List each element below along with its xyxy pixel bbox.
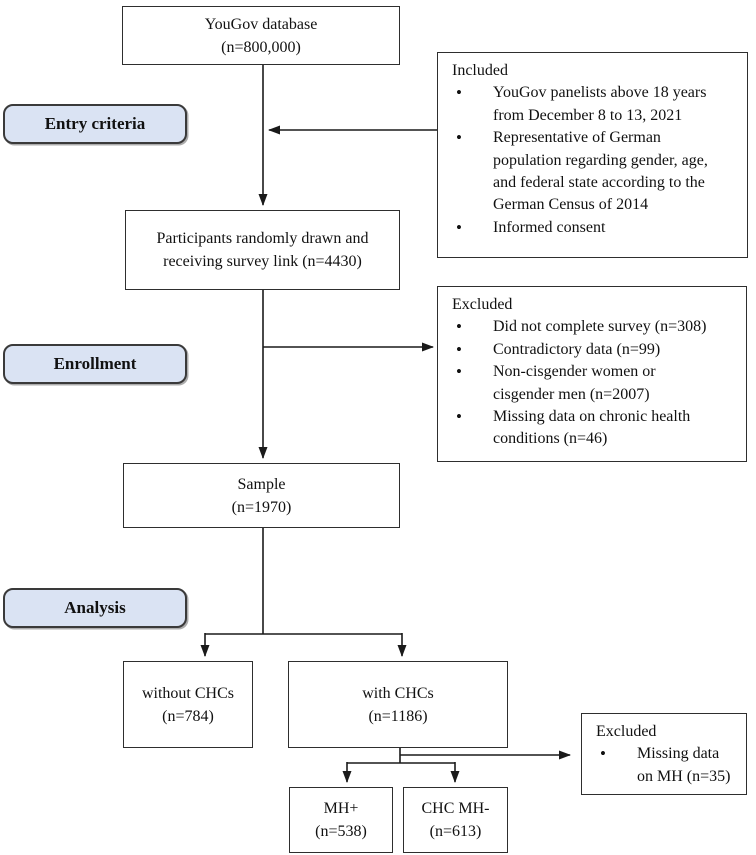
enrollment-stage-label: Enrollment xyxy=(3,344,187,384)
excluded-mh-bullet-list: Missing data on MH (n=35) xyxy=(596,743,736,788)
sample-line2: (n=1970) xyxy=(231,498,292,516)
chc-mh-negative-line1: CHC MH- xyxy=(421,800,490,817)
bullet-item: Did not complete survey (n=308) xyxy=(452,316,736,339)
without-chcs-box: without CHCs (n=784) xyxy=(123,661,253,748)
yougov-database-box: YouGov database (n=800,000) xyxy=(122,6,400,65)
sample-line1: Sample xyxy=(237,475,286,493)
with-chcs-box: with CHCs (n=1186) xyxy=(288,661,508,748)
without-chcs-line2: (n=784) xyxy=(162,707,214,725)
excluded-enrollment-bullet-list: Did not complete survey (n=308)Contradic… xyxy=(452,316,736,450)
participants-drawn-box: Participants randomly drawn and receivin… xyxy=(125,210,400,290)
mh-positive-line1: MH+ xyxy=(323,800,359,817)
with-chcs-line2: (n=1186) xyxy=(368,707,428,725)
yougov-database-line1: YouGov database xyxy=(204,15,318,33)
bullet-item: Informed consent xyxy=(452,217,737,240)
included-bullet-list: YouGov panelists above 18 years from Dec… xyxy=(452,82,737,239)
mh-positive-box: MH+ (n=538) xyxy=(289,787,393,853)
chc-mh-negative-box: CHC MH- (n=613) xyxy=(403,787,508,853)
mh-positive-line2: (n=538) xyxy=(315,823,367,840)
sample-box: Sample (n=1970) xyxy=(123,463,400,528)
excluded-mh-title: Excluded xyxy=(596,723,657,740)
excluded-mh-box: Excluded Missing data on MH (n=35) xyxy=(581,713,747,795)
chc-mh-negative-line2: (n=613) xyxy=(429,823,482,840)
participants-line1: Participants randomly drawn and xyxy=(156,230,369,247)
bullet-item: Missing data on MH (n=35) xyxy=(596,743,736,788)
bullet-item: Contradictory data (n=99) xyxy=(452,339,736,362)
bullet-item: YouGov panelists above 18 years from Dec… xyxy=(452,82,737,127)
with-chcs-line1: with CHCs xyxy=(362,684,434,702)
included-criteria-box: Included YouGov panelists above 18 years… xyxy=(437,52,748,258)
excluded-enrollment-title: Excluded xyxy=(452,296,513,313)
analysis-stage-label: Analysis xyxy=(3,588,187,628)
yougov-database-line2: (n=800,000) xyxy=(221,38,301,56)
entry-criteria-stage-label: Entry criteria xyxy=(3,104,187,144)
bullet-item: Non-cisgender women or cisgender men (n=… xyxy=(452,361,736,406)
included-title: Included xyxy=(452,62,508,79)
bullet-item: Missing data on chronic health condition… xyxy=(452,406,736,451)
bullet-item: Representative of German population rega… xyxy=(452,127,737,217)
without-chcs-line1: without CHCs xyxy=(141,684,234,702)
excluded-enrollment-box: Excluded Did not complete survey (n=308)… xyxy=(437,286,747,462)
participants-line2: receiving survey link (n=4430) xyxy=(163,253,362,270)
